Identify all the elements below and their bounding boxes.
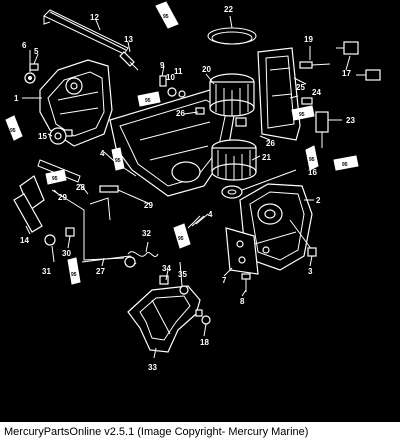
- tube-label-7: 95: [52, 176, 58, 182]
- part-6-washer: [24, 72, 36, 84]
- part-15-bushing: [49, 127, 67, 145]
- callout-35: 35: [178, 270, 187, 279]
- part-19-bolt: [299, 61, 331, 105]
- callout-15: 15: [38, 132, 47, 141]
- part-4-pin: [123, 167, 137, 177]
- callout-20: 20: [202, 65, 211, 74]
- lube-tube-2: [155, 1, 179, 29]
- callout-2: 2: [316, 196, 321, 205]
- callout-26b: 26: [266, 139, 275, 148]
- part-31-nut: [44, 234, 56, 246]
- tube-label-1: 95: [10, 128, 16, 134]
- callout-14: 14: [20, 236, 29, 245]
- callout-23: 23: [346, 116, 355, 125]
- part-35-clip: [179, 285, 189, 295]
- callout-3: 3: [308, 267, 313, 276]
- copyright-caption: MercuryPartsOnline v2.5.1 (Image Copyrig…: [4, 426, 309, 438]
- part-26-pad: [195, 107, 205, 115]
- tube-label-4: 95: [299, 112, 305, 118]
- callout-4: 4: [100, 149, 105, 158]
- callout-9: 9: [160, 61, 165, 70]
- part-4-pin-right: [187, 215, 201, 229]
- lube-tube-1: [5, 115, 23, 141]
- part-25-housing: [257, 47, 301, 141]
- swivel-bracket-body: [109, 89, 237, 197]
- tube-label-8: 95: [115, 158, 121, 164]
- lube-tube-10: [67, 257, 81, 285]
- part-7-plate: [225, 227, 259, 275]
- part-13-fitting: [119, 51, 139, 71]
- part-26-pad-lower: [235, 117, 247, 127]
- part-10-washer: [167, 87, 177, 97]
- part-5-nut: [29, 63, 39, 71]
- callout-8: 8: [240, 297, 245, 306]
- callout-16: 16: [308, 168, 317, 177]
- part-32-spring: [124, 251, 159, 268]
- callout-10: 10: [166, 73, 175, 82]
- lube-tube-6: [333, 155, 359, 171]
- tube-label-3: 95: [145, 98, 151, 104]
- callout-1: 1: [14, 94, 19, 103]
- callout-27: 27: [96, 267, 105, 276]
- callout-26: 26: [176, 109, 185, 118]
- part-17-fitting: [336, 41, 381, 81]
- callout-25: 25: [296, 83, 305, 92]
- leader-lines: [22, 15, 351, 359]
- callout-7: 7: [222, 276, 227, 285]
- part-21-bearing: [211, 139, 257, 181]
- callout-18: 18: [200, 338, 209, 347]
- part-34-pin: [159, 275, 169, 285]
- callout-30: 30: [62, 249, 71, 258]
- lube-tube-5: [305, 145, 319, 171]
- exploded-parts-diagram: 1 2 3 4 4 5 6 7 8 9 10 11 12 13 14 15 16…: [5, 1, 381, 372]
- callout-17: 17: [342, 69, 351, 78]
- tube-labels: 95 95 95 95 95 95 95 95 95 95: [10, 14, 348, 278]
- part-23-spacer: [315, 111, 329, 148]
- tube-label-5: 95: [309, 157, 315, 163]
- callout-12: 12: [90, 13, 99, 22]
- part-14-lever: [13, 193, 43, 233]
- callout-28: 28: [76, 183, 85, 192]
- callout-6: 6: [22, 41, 27, 50]
- tube-label-6: 95: [342, 162, 348, 168]
- callout-32: 32: [142, 229, 151, 238]
- callout-33: 33: [148, 363, 157, 372]
- callout-29: 29: [58, 193, 67, 202]
- part-2-clamp-bracket: [239, 183, 313, 271]
- part-8-screw: [241, 273, 251, 292]
- part-20-bearing: [209, 73, 255, 117]
- callout-4b: 4: [208, 210, 213, 219]
- caption-bar: MercuryPartsOnline v2.5.1 (Image Copyrig…: [0, 422, 400, 442]
- lube-tube-8: [111, 147, 125, 171]
- callout-34: 34: [162, 264, 171, 273]
- part-33-bracket: [127, 285, 201, 353]
- tube-label-9: 95: [178, 236, 184, 242]
- part-12-rod: [43, 9, 129, 55]
- callout-29b: 29: [144, 201, 153, 210]
- lube-tube-3: [137, 91, 161, 107]
- callout-13: 13: [124, 35, 133, 44]
- lube-tube-7: [45, 169, 67, 185]
- part-1-clamp-bracket: [39, 59, 113, 147]
- tube-label-2: 95: [163, 14, 169, 20]
- part-16-ring: [221, 185, 243, 199]
- part-11-nut: [178, 90, 186, 98]
- callout-5: 5: [34, 47, 39, 56]
- part-9-bolt: [159, 75, 167, 87]
- tube-label-10: 95: [71, 272, 77, 278]
- callout-11: 11: [174, 67, 183, 76]
- lube-tube-4: [291, 105, 315, 121]
- callout-22: 22: [224, 5, 233, 14]
- callout-labels: 1 2 3 4 4 5 6 7 8 9 10 11 12 13 14 15 16…: [14, 5, 355, 372]
- callout-21: 21: [262, 153, 271, 162]
- callout-31: 31: [42, 267, 51, 276]
- callout-19: 19: [304, 35, 313, 44]
- part-30-fitting: [65, 227, 75, 237]
- callout-24: 24: [312, 88, 321, 97]
- lube-tube-9: [173, 223, 191, 249]
